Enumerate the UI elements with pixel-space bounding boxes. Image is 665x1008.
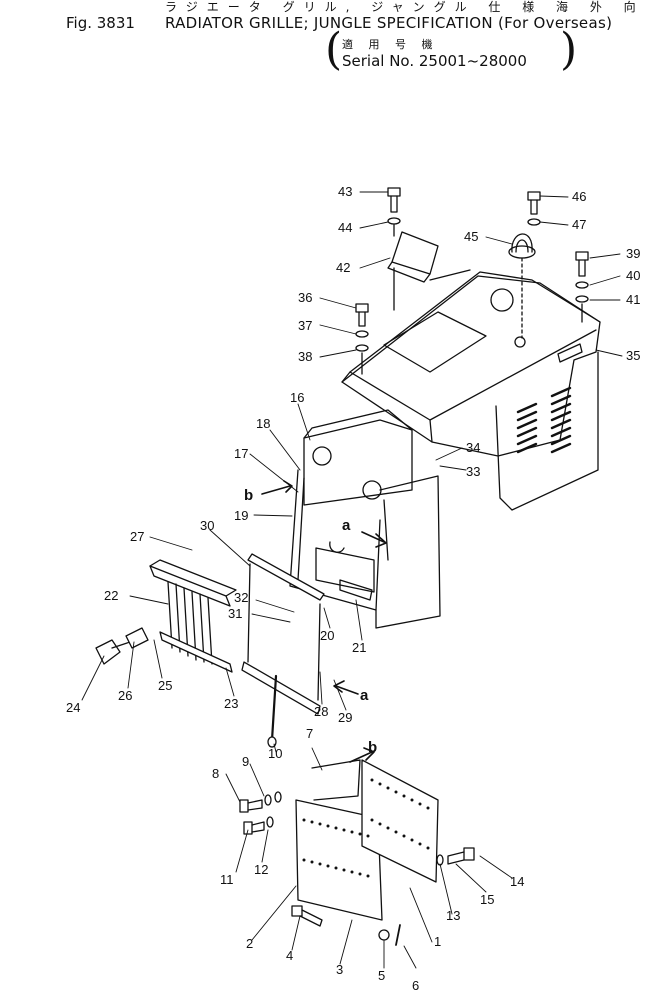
callout-30: 30 (200, 518, 214, 533)
callout-labels: 1 2 3 4 5 6 7 8 9 10 11 12 13 14 15 16 1… (66, 184, 640, 993)
callout-10: 10 (268, 746, 282, 761)
callout-3: 3 (336, 962, 343, 977)
callout-46: 46 (572, 189, 586, 204)
callout-44: 44 (338, 220, 352, 235)
callout-24: 24 (66, 700, 80, 715)
reference-letters: b a a b (244, 487, 377, 756)
knob-24 (95, 627, 149, 665)
callout-37: 37 (298, 318, 312, 333)
grille-frame (289, 409, 441, 629)
callout-15: 15 (480, 892, 494, 907)
bolt-43 (387, 187, 401, 237)
reference-arrows (261, 480, 387, 763)
callout-31: 31 (228, 606, 242, 621)
callout-26: 26 (118, 688, 132, 703)
callout-41: 41 (626, 292, 640, 307)
callout-35: 35 (626, 348, 640, 363)
callout-8: 8 (212, 766, 219, 781)
callout-23: 23 (224, 696, 238, 711)
callout-43: 43 (338, 184, 352, 199)
figure-title: RADIATOR GRILLE; JUNGLE SPECIFICATION (F… (165, 14, 613, 32)
callout-14: 14 (510, 874, 524, 889)
bolt-46 (527, 191, 541, 226)
callout-40: 40 (626, 268, 640, 283)
callout-13: 13 (446, 908, 460, 923)
callout-19: 19 (234, 508, 248, 523)
callout-11: 11 (220, 872, 234, 887)
callout-21: 21 (352, 640, 366, 655)
ref-b-upper: b (244, 487, 253, 504)
callout-29: 29 (338, 710, 352, 725)
bolt-11 (243, 816, 274, 835)
bolt-4 (291, 905, 323, 927)
callout-27: 27 (130, 529, 144, 544)
callout-33: 33 (466, 464, 480, 479)
ref-a-upper: a (342, 517, 351, 534)
callout-20: 20 (320, 628, 334, 643)
callout-22: 22 (104, 588, 118, 603)
bolt-8 (239, 791, 282, 813)
japanese-serial-label: 適 用 号 機 (342, 38, 439, 51)
bracket-42 (387, 231, 471, 311)
callout-47: 47 (572, 217, 586, 232)
callout-4: 4 (286, 948, 293, 963)
screen-panel-rear (311, 759, 439, 883)
callout-16: 16 (290, 390, 304, 405)
bolt-14 (436, 847, 475, 866)
callout-42: 42 (336, 260, 350, 275)
bar-30 (241, 553, 325, 748)
left-parenthesis: ( (325, 24, 343, 75)
ref-a-lower: a (360, 687, 369, 704)
callout-38: 38 (298, 349, 312, 364)
ref-b-lower: b (368, 739, 377, 756)
panel-perforation (302, 778, 430, 878)
callout-7: 7 (306, 726, 313, 741)
core-assembly-22 (149, 559, 237, 673)
callout-9: 9 (242, 754, 249, 769)
callout-6: 6 (412, 978, 419, 993)
callout-18: 18 (256, 416, 270, 431)
nut-5-pin-6 (378, 924, 401, 946)
callout-17: 17 (234, 446, 248, 461)
screen-panel-front (295, 799, 383, 921)
bolt-36 (355, 303, 369, 375)
figure-number: Fig. 3831 (66, 14, 135, 32)
leader-lines (81, 191, 623, 969)
serial-range: Serial No. 25001~28000 (342, 52, 527, 70)
callout-34: 34 (466, 440, 480, 455)
top-cover (341, 271, 601, 511)
callout-1: 1 (434, 934, 441, 949)
bolt-39 (575, 251, 589, 323)
callout-32: 32 (234, 590, 248, 605)
callout-36: 36 (298, 290, 312, 305)
right-parenthesis: ) (560, 24, 578, 75)
callout-2: 2 (246, 936, 253, 951)
callout-12: 12 (254, 862, 268, 877)
callout-45: 45 (464, 229, 478, 244)
callout-25: 25 (158, 678, 172, 693)
japanese-title: ラジエータ グリル, ジャングル 仕 様 海 外 向 (165, 0, 645, 14)
callout-5: 5 (378, 968, 385, 983)
lifting-eye-45 (508, 233, 536, 339)
callout-39: 39 (626, 246, 640, 261)
callout-28: 28 (314, 704, 328, 719)
